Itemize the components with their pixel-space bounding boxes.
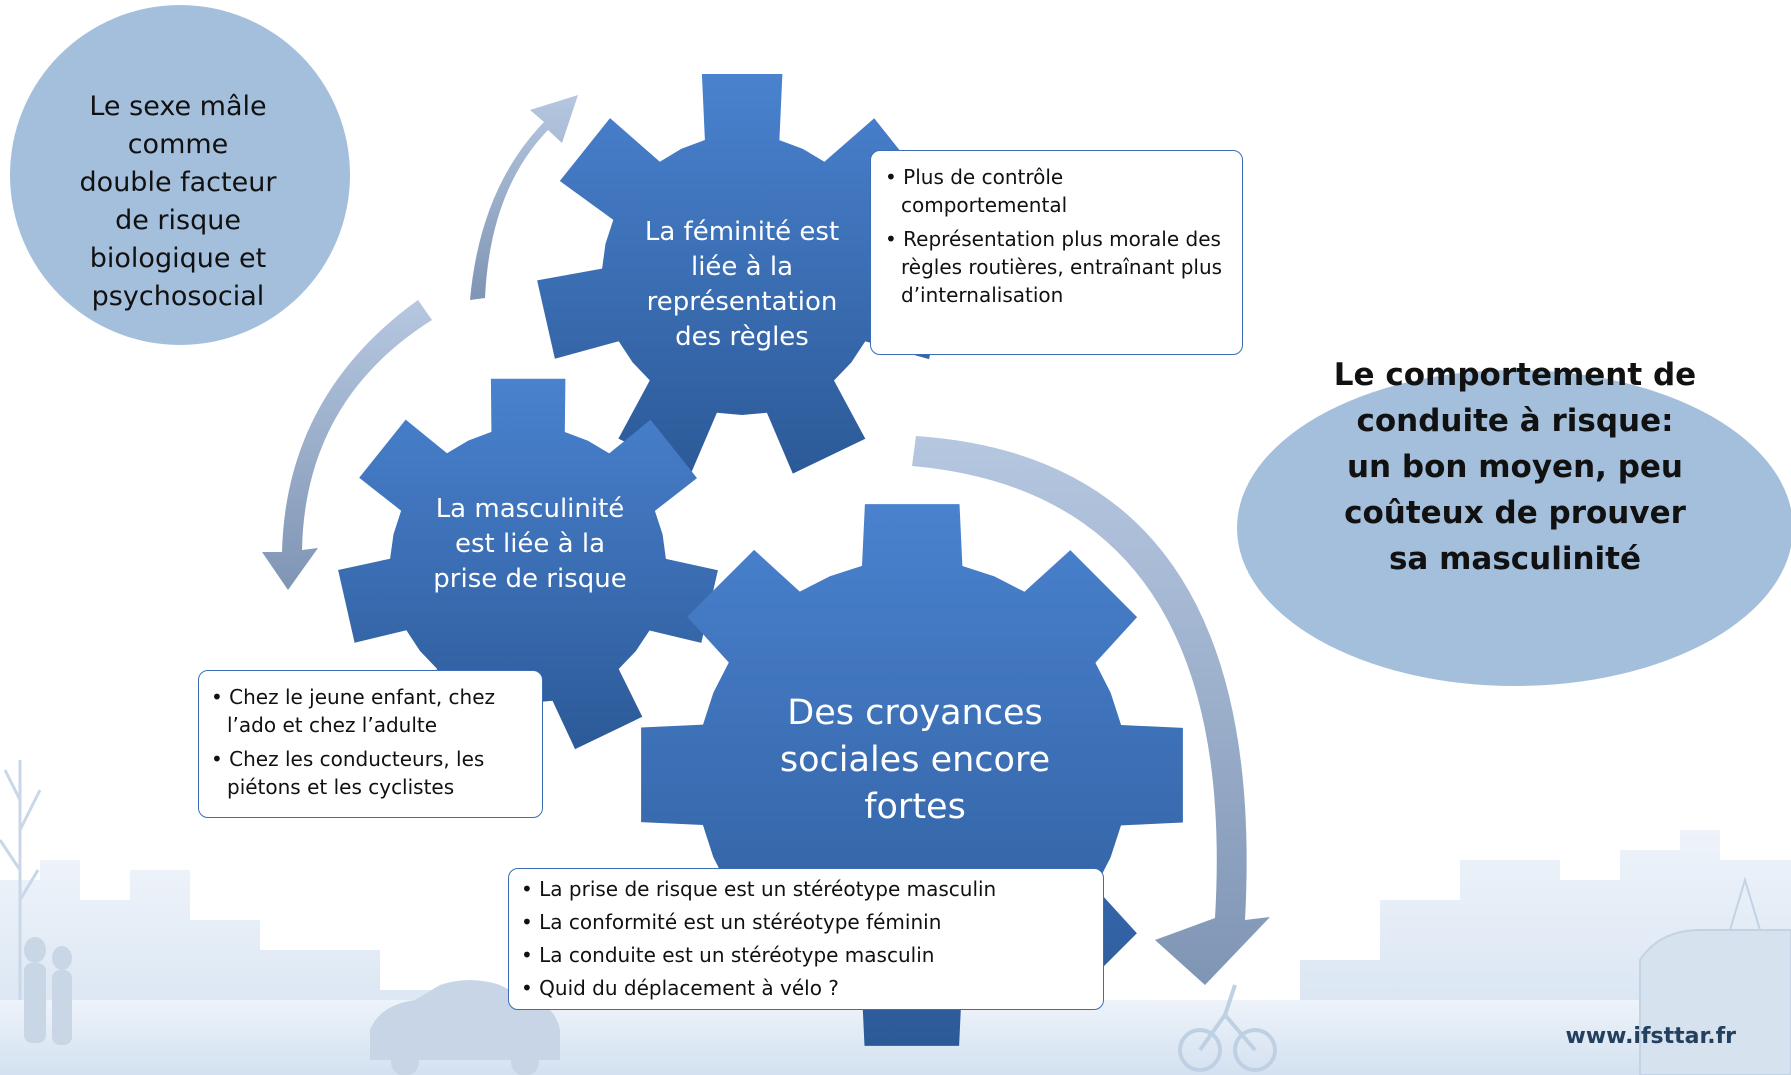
right-circle-text: Le comportement de conduite à risque: un… [1333,357,1697,577]
note-list-bottom: La prise de risque est un stéréotype mas… [521,873,1091,1005]
note-box-left: Chez le jeune enfant, chez l’ado et chez… [198,670,543,818]
tram-silhouette [1639,876,1791,1075]
note-box-bottom: La prise de risque est un stéréotype mas… [508,868,1104,1010]
gear-middle [338,378,718,750]
footer-url: www.ifsttar.fr [1565,1024,1737,1049]
left-info-circle [10,5,350,345]
list-item: Représentation plus morale des règles ro… [885,225,1228,309]
note-box-top-right: Plus de contrôle comportemental Représen… [870,150,1243,355]
gear-middle-label: La masculinité est liée à la prise de ri… [433,494,627,594]
tree-silhouette [0,760,42,1000]
list-item: Chez les conducteurs, les piétons et les… [211,745,530,801]
list-item: Chez le jeune enfant, chez l’ado et chez… [211,683,530,739]
list-item: La prise de risque est un stéréotype mas… [521,873,1091,906]
right-conclusion-circle [1237,370,1791,686]
arrow-down-left [262,300,432,590]
gear-bottom-label: Des croyances sociales encore fortes [779,693,1051,827]
list-item: La conformité est un stéréotype féminin [521,906,1091,939]
left-circle-text: Le sexe mâle comme double facteur de ris… [79,91,277,312]
gear-top [537,74,947,474]
note-list-left: Chez le jeune enfant, chez l’ado et chez… [211,683,530,801]
cyclist-silhouette [1178,984,1277,1072]
pedestrians-silhouette [24,937,72,1045]
list-item: Quid du déplacement à vélo ? [521,972,1091,1005]
list-item: Plus de contrôle comportemental [885,163,1228,219]
arrow-right-curve [912,436,1270,985]
gear-top-label: La féminité est liée à la représentation… [644,217,840,352]
list-item: La conduite est un stéréotype masculin [521,939,1091,972]
note-list-top-right: Plus de contrôle comportemental Représen… [885,163,1228,309]
arrow-up-left [470,95,578,300]
